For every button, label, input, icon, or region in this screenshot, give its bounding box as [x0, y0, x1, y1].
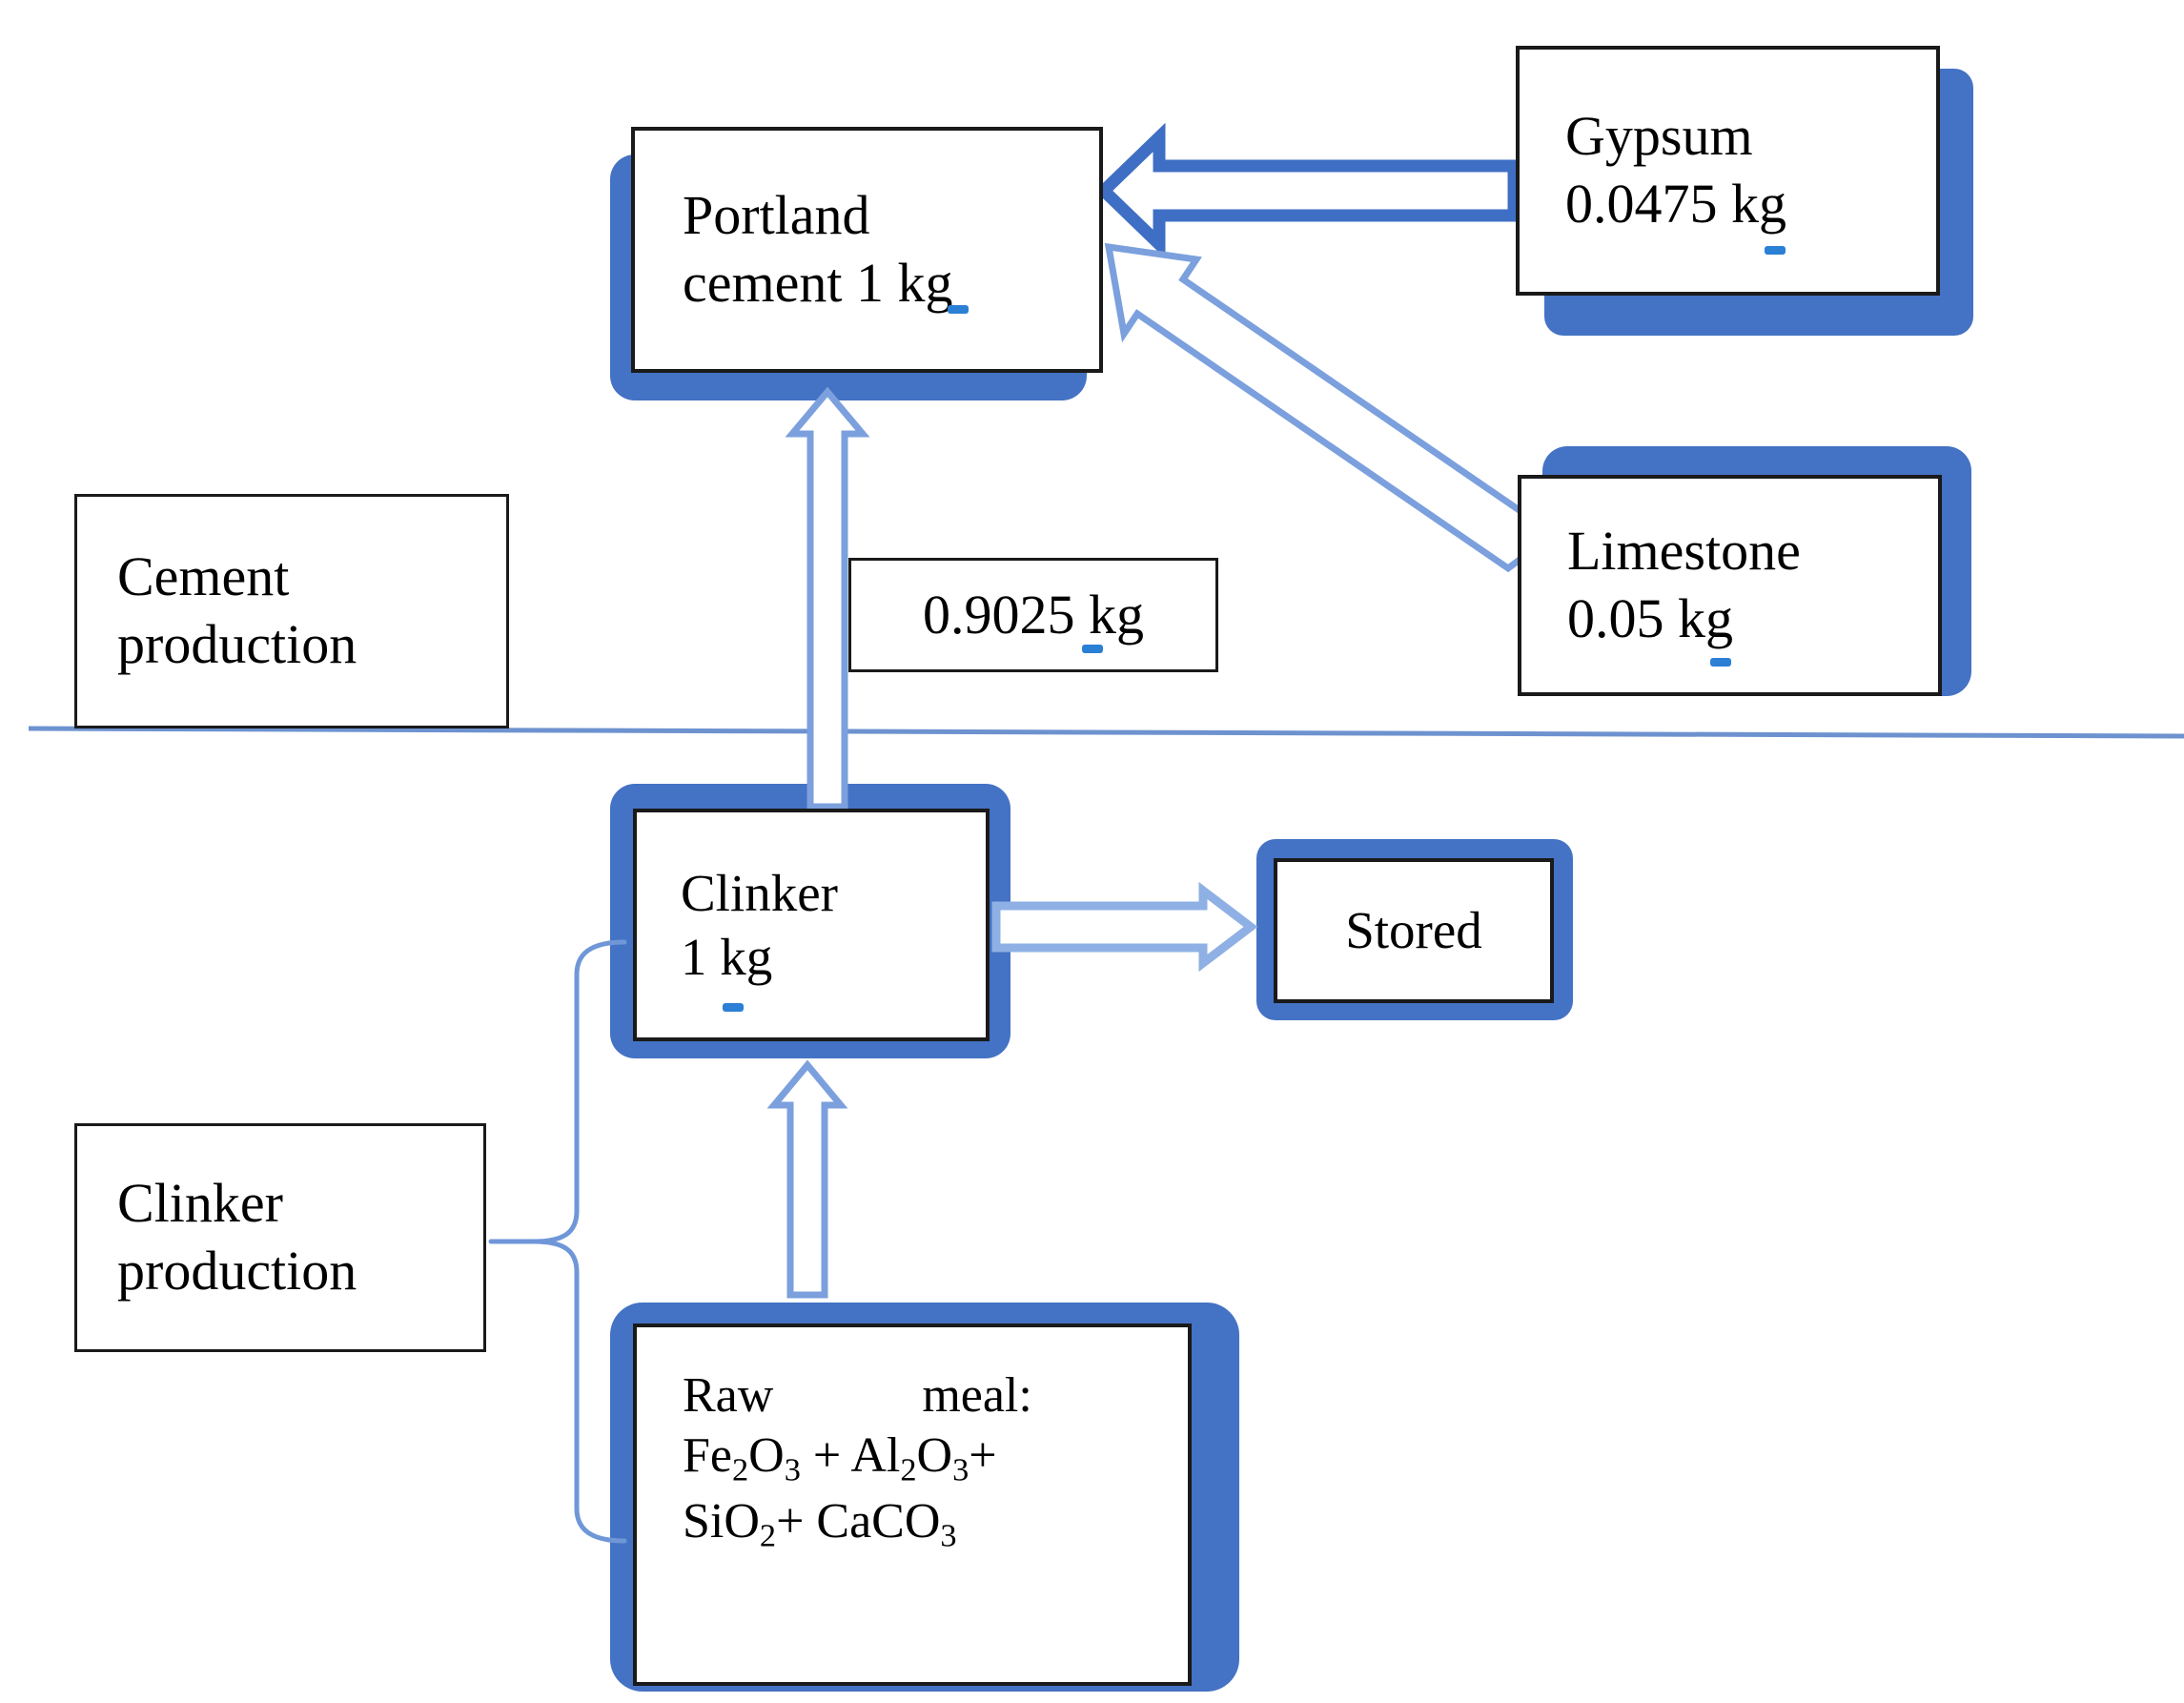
- arrow-rawmeal-to-clinker: [766, 1059, 848, 1299]
- node-clinker[interactable]: Clinker 1 kg: [633, 809, 990, 1041]
- node-portland-cement[interactable]: Portland cement 1 kg: [631, 127, 1103, 373]
- node-limestone[interactable]: Limestone 0.05 kg: [1518, 475, 1942, 696]
- arrow-limestone-to-portland-cement: [1104, 242, 1561, 573]
- clinker-production-line1: Clinker: [117, 1172, 283, 1235]
- gypsum-line2: 0.0475 kg: [1565, 173, 1786, 235]
- section-divider-line: [28, 726, 2184, 739]
- cement-production-line1: Cement: [117, 545, 290, 608]
- node-stored[interactable]: Stored: [1274, 858, 1554, 1003]
- clinker-production-line2: production: [117, 1240, 357, 1302]
- arrow-gypsum-to-portland-cement: [1094, 122, 1521, 259]
- stored-label: Stored: [1345, 901, 1482, 960]
- clinker-line2: 1 kg: [681, 928, 773, 986]
- edge-label-text: 0.9025 kg: [923, 583, 1144, 646]
- label-cement-production[interactable]: Cement production: [74, 494, 509, 728]
- label-clinker-production[interactable]: Clinker production: [74, 1123, 486, 1352]
- limestone-line1: Limestone: [1567, 520, 1801, 583]
- raw-meal-formula-1: Fe2O3 + Al2O3+: [683, 1428, 997, 1489]
- node-raw-meal[interactable]: Raw meal: Fe2O3 + Al2O3+ SiO2+ CaCO3: [633, 1323, 1192, 1686]
- gypsum-line1: Gypsum: [1565, 105, 1753, 168]
- clinker-line1: Clinker: [681, 863, 838, 922]
- raw-meal-title: Raw meal:: [683, 1368, 1032, 1423]
- arrow-clinker-to-stored: [991, 881, 1258, 973]
- portland-cement-line2: cement 1 kg: [683, 252, 953, 314]
- portland-cement-line1: Portland: [683, 184, 870, 247]
- limestone-line2: 0.05 kg: [1567, 587, 1733, 649]
- edge-label-clinker-to-cement[interactable]: 0.9025 kg: [848, 558, 1218, 672]
- node-gypsum[interactable]: Gypsum 0.0475 kg: [1516, 46, 1940, 296]
- raw-meal-formula-2: SiO2+ CaCO3: [683, 1493, 957, 1554]
- cement-production-line2: production: [117, 613, 357, 675]
